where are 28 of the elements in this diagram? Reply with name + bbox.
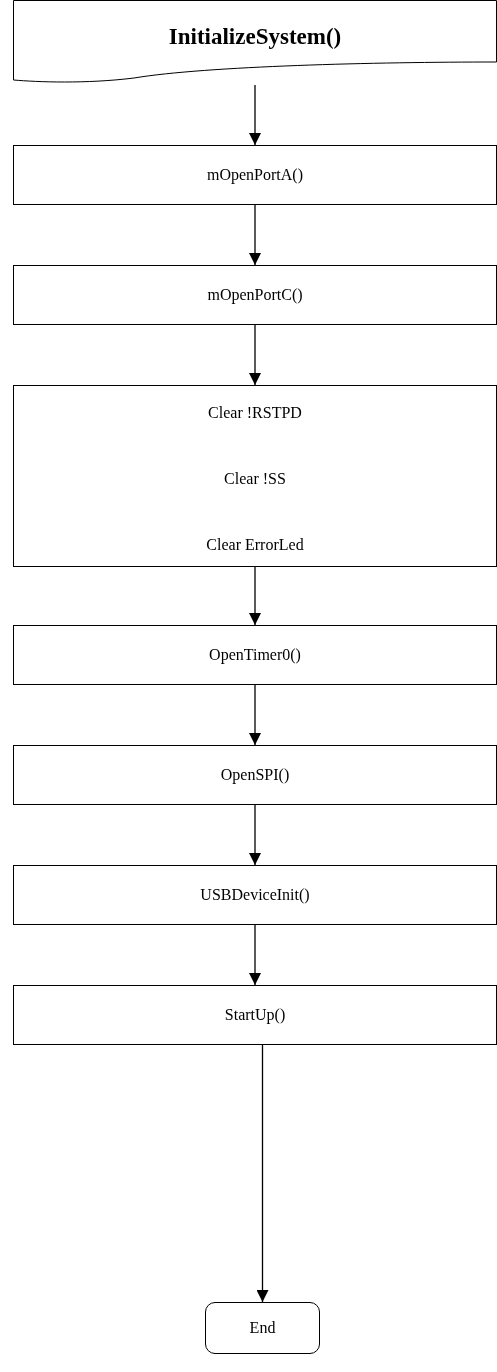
step-label: InitializeSystem() <box>168 24 342 50</box>
arrow <box>249 84 261 146</box>
step-label: mOpenPortA() <box>207 166 303 184</box>
step-label: USBDeviceInit() <box>200 886 310 904</box>
document-shape <box>13 0 497 84</box>
process-box <box>13 985 497 1045</box>
arrow <box>256 1044 269 1303</box>
process-box <box>13 145 497 205</box>
terminal-box <box>205 1302 320 1354</box>
arrow <box>249 804 261 866</box>
step-label: Clear ErrorLed <box>206 536 304 554</box>
process-box <box>13 625 497 685</box>
step-label: End <box>249 1319 276 1337</box>
arrow <box>249 204 261 266</box>
process-box <box>13 265 497 325</box>
process-box <box>13 385 497 567</box>
arrow <box>249 924 261 986</box>
arrow <box>249 684 261 746</box>
step-label: Clear !RSTPD <box>208 404 302 422</box>
step-label: OpenSPI() <box>220 766 290 784</box>
process-box <box>13 745 497 805</box>
step-label: StartUp() <box>224 1006 286 1024</box>
step-label: OpenTimer0() <box>209 646 301 664</box>
step-label: Clear !SS <box>224 470 286 488</box>
arrow <box>249 566 261 626</box>
process-box <box>13 865 497 925</box>
arrow <box>249 324 261 386</box>
step-label: mOpenPortC() <box>207 286 303 304</box>
